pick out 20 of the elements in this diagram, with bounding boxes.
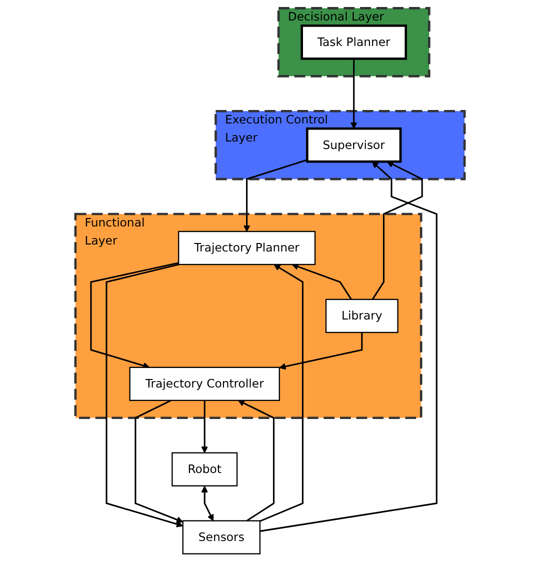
arrow bbox=[106, 264, 184, 528]
arrow bbox=[238, 400, 275, 522]
arrow bbox=[201, 400, 208, 454]
arrow bbox=[243, 159, 308, 232]
arrow bbox=[350, 58, 358, 129]
node-box: Robot bbox=[172, 452, 238, 486]
arrow bbox=[372, 161, 423, 300]
node-box: Sensors bbox=[182, 520, 261, 554]
arrow bbox=[134, 400, 184, 523]
arrow bbox=[260, 161, 438, 532]
arrow bbox=[201, 486, 214, 522]
node-box: Library bbox=[325, 298, 398, 334]
node-box: Trajectory Controller bbox=[129, 366, 280, 401]
arrow bbox=[260, 264, 304, 522]
node-box: Trajectory Planner bbox=[178, 230, 316, 266]
node-box: Task Planner bbox=[300, 24, 408, 60]
node-box: Supervisor bbox=[306, 127, 402, 163]
arrow bbox=[279, 332, 363, 370]
arrow bbox=[90, 262, 179, 369]
arrow bbox=[292, 263, 352, 300]
